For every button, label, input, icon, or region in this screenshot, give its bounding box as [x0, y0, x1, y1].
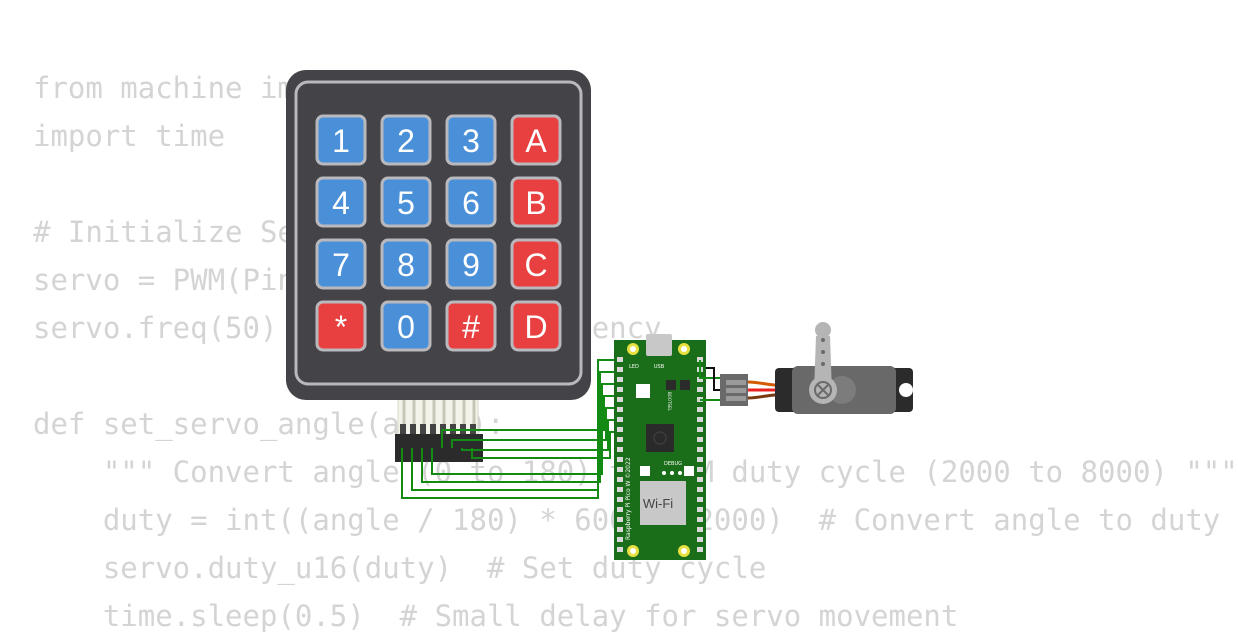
pico-pin: [617, 487, 623, 492]
pico-pin: [697, 447, 703, 452]
pico-pin: [697, 437, 703, 442]
pico-pin: [697, 497, 703, 502]
keypad-key-label: C: [524, 247, 547, 283]
keypad-key-label: 5: [397, 185, 415, 221]
keypad-key-label: #: [462, 309, 480, 345]
keypad-key[interactable]: #: [445, 300, 497, 352]
pico-pin: [617, 367, 623, 372]
bootsel-button: [636, 384, 650, 398]
code-line: duty = int((angle / 180) * 6000 + 2000) …: [102, 503, 1221, 537]
keypad-key-label: 7: [332, 247, 350, 283]
pico-pin: [617, 357, 623, 362]
keypad-key[interactable]: 7: [315, 238, 367, 290]
code-line: time.sleep(0.5) # Small delay for servo …: [33, 599, 959, 633]
pico-pin: [617, 437, 623, 442]
pico-pin: [617, 397, 623, 402]
circuit-diagram: 1 2 3 A 4 5 6 B 7 8 9 C * 0 # D USB LED BOOTSEL DEBUG W…: [286, 70, 913, 560]
pico-pin: [697, 547, 703, 552]
pico-pin: [617, 477, 623, 482]
keypad-key[interactable]: 5: [380, 176, 432, 228]
keypad-key-label: D: [524, 309, 547, 345]
pico-pin: [697, 517, 703, 522]
keypad-key-label: 8: [397, 247, 415, 283]
pico-pin: [697, 467, 703, 472]
keypad-key[interactable]: 4: [315, 176, 367, 228]
pico-pin: [617, 467, 623, 472]
pico-pin: [617, 547, 623, 552]
bootsel-label: BOOTSEL: [667, 392, 672, 411]
keypad-key[interactable]: 6: [445, 176, 497, 228]
keypad-key-label: *: [335, 309, 347, 345]
pico-pin: [617, 377, 623, 382]
board-label: Raspberry Pi Pico W ©2022: [625, 457, 632, 540]
pico-w-board: USB LED BOOTSEL DEBUG Wi-Fi Raspberry Pi…: [614, 334, 706, 560]
pico-pin: [617, 537, 623, 542]
pico-pin: [617, 507, 623, 512]
keypad-key-label: 1: [332, 123, 350, 159]
pico-pin: [697, 527, 703, 532]
debug-label: DEBUG: [664, 461, 682, 467]
wifi-module: [640, 481, 686, 525]
keypad-wires: [401, 359, 618, 499]
keypad-key[interactable]: 1: [315, 114, 367, 166]
keypad: 1 2 3 A 4 5 6 B 7 8 9 C * 0 # D: [286, 70, 591, 400]
pico-pin: [617, 527, 623, 532]
pico-pin: [617, 517, 623, 522]
keypad-key[interactable]: A: [510, 114, 562, 166]
pico-pin: [617, 447, 623, 452]
usb-label: USB: [654, 364, 665, 370]
pico-pin: [697, 537, 703, 542]
pico-pin: [697, 457, 703, 462]
wifi-label: Wi-Fi: [643, 496, 673, 511]
pico-pin: [617, 457, 623, 462]
keypad-key[interactable]: *: [315, 300, 367, 352]
keypad-key-label: 3: [462, 123, 480, 159]
led-label: LED: [629, 364, 639, 370]
pico-pins-left: [617, 357, 623, 552]
rp2040-chip: [646, 424, 674, 452]
pico-pin: [697, 417, 703, 422]
pico-pin: [697, 487, 703, 492]
keypad-key-label: A: [525, 123, 547, 159]
keypad-key-label: 2: [397, 123, 415, 159]
servo-connector: [720, 374, 748, 406]
pico-pin: [697, 387, 703, 392]
keypad-key[interactable]: C: [510, 238, 562, 290]
pico-pin: [697, 377, 703, 382]
servo-wires: [699, 360, 722, 401]
keypad-key-label: 9: [462, 247, 480, 283]
keypad-key[interactable]: 0: [380, 300, 432, 352]
pico-pin: [617, 387, 623, 392]
keypad-key[interactable]: 9: [445, 238, 497, 290]
keypad-key[interactable]: D: [510, 300, 562, 352]
pico-pin: [697, 357, 703, 362]
keypad-key[interactable]: 3: [445, 114, 497, 166]
keypad-key-label: 0: [397, 309, 415, 345]
pico-pin: [617, 427, 623, 432]
usb-port: [646, 334, 672, 356]
servo-motor: [775, 322, 913, 414]
pico-pin: [697, 477, 703, 482]
pico-pin: [617, 407, 623, 412]
pico-pin: [617, 497, 623, 502]
keypad-key-label: 6: [462, 185, 480, 221]
keypad-key-label: B: [525, 185, 546, 221]
code-line: servo.duty_u16(duty) # Set duty cycle: [33, 551, 767, 585]
keypad-key[interactable]: 8: [380, 238, 432, 290]
keypad-key-label: 4: [332, 185, 350, 221]
code-line: import time: [33, 119, 226, 153]
keypad-key[interactable]: B: [510, 176, 562, 228]
pico-pin: [697, 427, 703, 432]
keypad-key[interactable]: 2: [380, 114, 432, 166]
pico-pin: [697, 407, 703, 412]
pico-pin: [617, 417, 623, 422]
pico-pin: [697, 507, 703, 512]
